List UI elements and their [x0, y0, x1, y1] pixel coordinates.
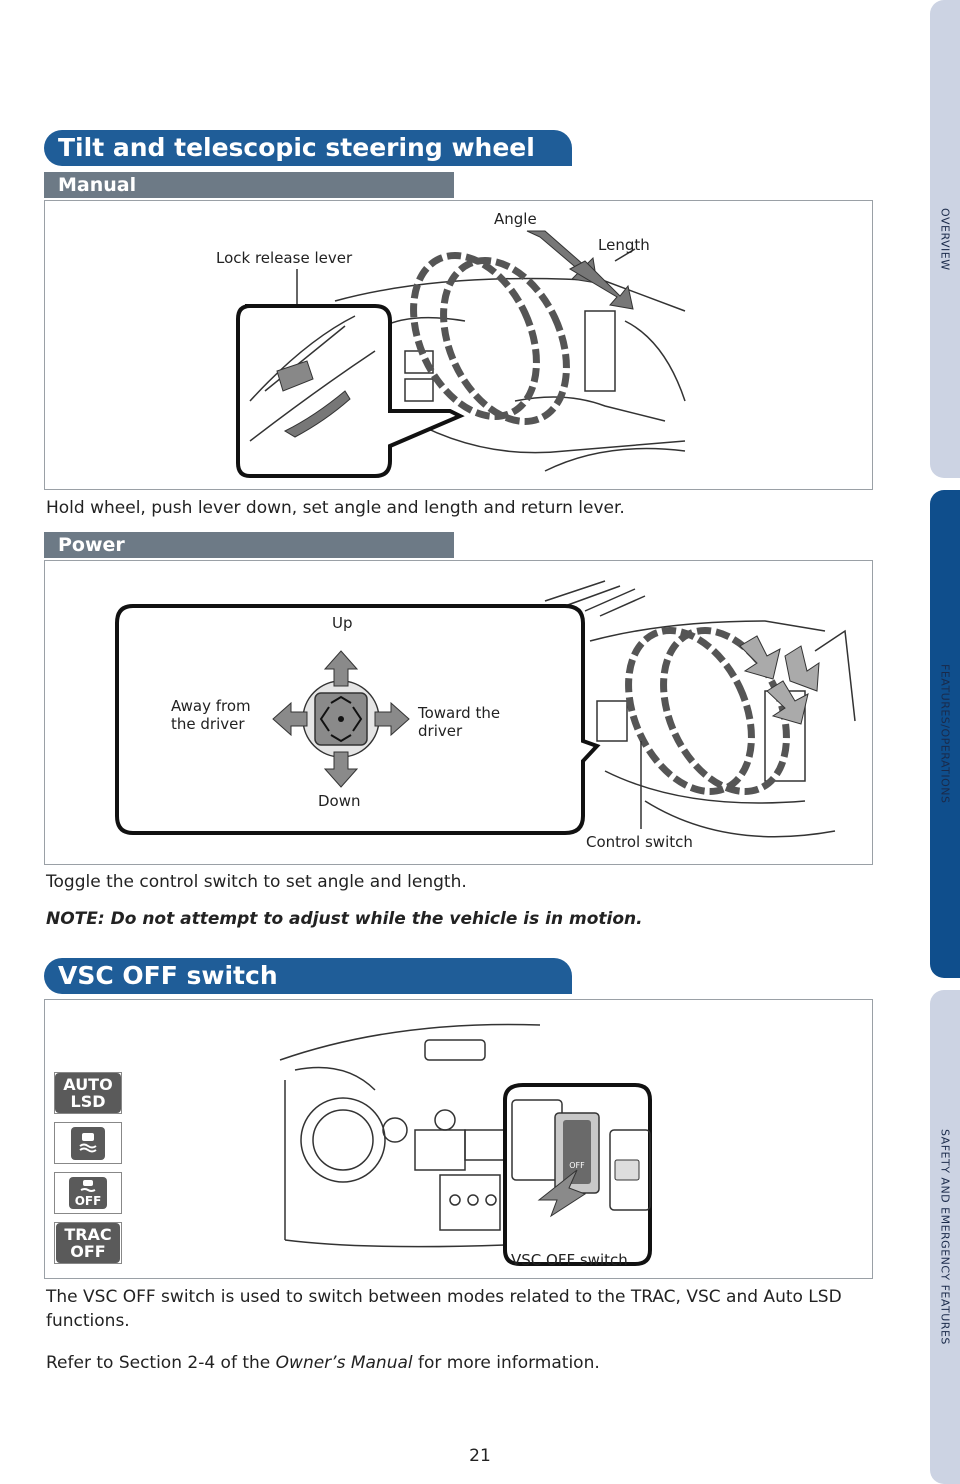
- refer-suffix: for more information.: [412, 1353, 600, 1373]
- tab-features-operations[interactable]: FEATURES/OPERATIONS: [930, 490, 960, 978]
- vsc-indicator: [54, 1122, 122, 1164]
- power-description: Toggle the control switch to set angle a…: [46, 872, 467, 892]
- vsc-description: The VSC OFF switch is used to switch bet…: [46, 1287, 842, 1331]
- vsc-dashboard-drawing: OFF: [279, 1023, 652, 1266]
- section-title-tilt: Tilt and telescopic steering wheel: [44, 130, 572, 166]
- auto-lsd-indicator: AUTO LSD: [54, 1072, 122, 1114]
- label-angle: Angle: [494, 210, 537, 228]
- label-up: Up: [332, 614, 353, 632]
- label-lock-release-lever: Lock release lever: [216, 249, 353, 267]
- power-illustration: [44, 560, 873, 865]
- manual-steering-drawing: [236, 230, 686, 478]
- vsc-illustration: OFF: [44, 999, 873, 1279]
- label-length: Length: [598, 236, 650, 254]
- label-vsc-off-switch: VSC OFF switch: [511, 1251, 628, 1269]
- trac-off-indicator: TRAC OFF: [54, 1222, 122, 1264]
- subheading-power: Power: [44, 532, 454, 558]
- section-title-vsc: VSC OFF switch: [44, 958, 572, 994]
- manual-description: Hold wheel, push lever down, set angle a…: [46, 498, 625, 518]
- tab-overview[interactable]: OVERVIEW: [930, 0, 960, 478]
- subheading-manual: Manual: [44, 172, 454, 198]
- tab-safety-label: SAFETY AND EMERGENCY FEATURES: [938, 1129, 952, 1345]
- vsc-off-icon: OFF: [68, 1177, 108, 1209]
- vsc-refer-text: Refer to Section 2-4 of the Owner’s Manu…: [46, 1351, 600, 1375]
- vsc-skid-icon: [71, 1126, 105, 1160]
- label-control-switch: Control switch: [586, 833, 693, 851]
- label-away-from-driver: Away from the driver: [171, 697, 251, 733]
- power-note: NOTE: Do not attempt to adjust while the…: [46, 909, 643, 929]
- power-steering-drawing: [115, 580, 856, 838]
- label-down: Down: [318, 792, 361, 810]
- page-number: 21: [469, 1446, 491, 1466]
- trac-off-icon: TRAC OFF: [56, 1223, 120, 1263]
- manual-illustration: [44, 200, 873, 490]
- tab-features-label: FEATURES/OPERATIONS: [938, 664, 952, 804]
- tab-overview-label: OVERVIEW: [938, 207, 952, 271]
- vsc-off-text: OFF: [74, 1194, 102, 1208]
- auto-lsd-icon: AUTO LSD: [55, 1073, 121, 1113]
- refer-manual-title: Owner’s Manual: [275, 1353, 413, 1373]
- tab-safety[interactable]: SAFETY AND EMERGENCY FEATURES: [930, 990, 960, 1484]
- vsc-off-indicator: OFF: [54, 1172, 122, 1214]
- svg-text:OFF: OFF: [569, 1161, 585, 1170]
- refer-prefix: Refer to Section 2-4 of the: [46, 1353, 276, 1373]
- label-toward-driver: Toward the driver: [418, 704, 501, 740]
